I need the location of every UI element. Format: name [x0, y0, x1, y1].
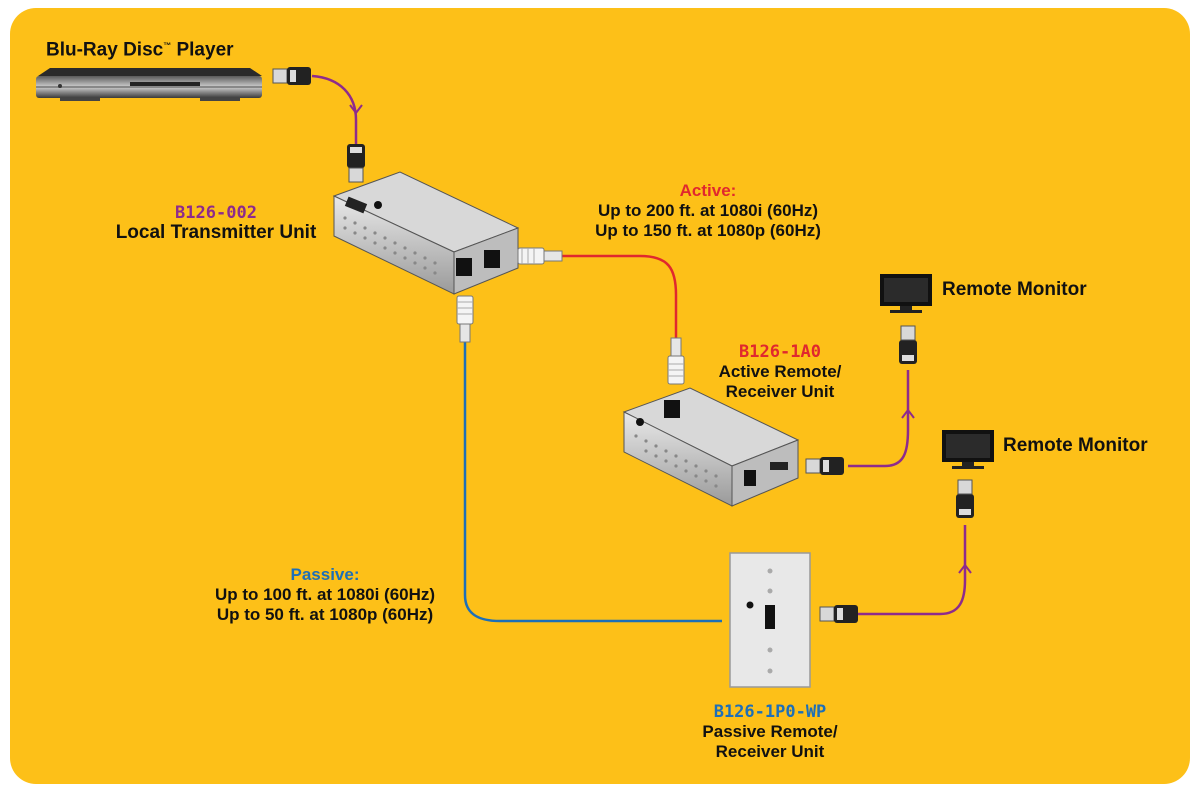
hdmi-cable-player-to-transmitter [311, 74, 358, 150]
player-suffix: Player [176, 39, 234, 61]
hdmi-plug-icon [819, 605, 858, 623]
active-spec-label: Active: Up to 200 ft. at 1080i (60Hz) Up… [560, 181, 856, 241]
hdmi-cable-passive-to-monitor [858, 525, 967, 616]
arrow-up-icon [901, 408, 915, 419]
cat-cable-active [562, 254, 678, 340]
monitor-icon [880, 274, 932, 313]
hdmi-plug-icon [805, 457, 844, 475]
transmitter-model: B126-002 [175, 203, 257, 223]
active-receiver-line-1: Active Remote/ [718, 362, 842, 381]
arrow-up-icon [958, 563, 972, 574]
remote-monitor-label-1: Remote Monitor [942, 280, 1087, 300]
hdmi-plug-icon [347, 144, 365, 183]
monitor-icon [942, 430, 994, 469]
active-receiver-line-2: Receiver Unit [725, 382, 835, 401]
active-receiver-unit-icon [622, 387, 800, 507]
background-panel [10, 8, 1190, 784]
active-receiver-model: B126-1A0 [739, 342, 821, 362]
cat-cable-passive [463, 340, 722, 623]
hdmi-plug-icon [899, 325, 917, 364]
blu-ray-player-icon [36, 68, 262, 101]
remote-monitor-label-2: Remote Monitor [1003, 436, 1148, 456]
transmitter-description: Local Transmitter Unit [115, 222, 317, 243]
transmitter-unit-icon [332, 171, 520, 295]
transmitter-label: B126-002 Local Transmitter Unit [96, 203, 336, 243]
passive-receiver-model: B126-1P0-WP [713, 702, 827, 722]
passive-wall-plate-icon [729, 552, 811, 688]
passive-receiver-label: B126-1P0-WP Passive Remote/ Receiver Uni… [680, 702, 860, 762]
passive-spec-line-2: Up to 50 ft. at 1080p (60Hz) [216, 605, 434, 624]
passive-receiver-line-2: Receiver Unit [715, 742, 825, 761]
arrow-down-icon [349, 104, 363, 115]
remote-monitor-text: Remote Monitor [942, 279, 1087, 300]
player-name: Blu-Ray Disc [46, 39, 164, 61]
rj45-plug-icon [667, 337, 685, 385]
hdmi-plug-icon [272, 67, 311, 85]
player-label: Blu-Ray Disc™ Player [46, 36, 234, 60]
hdmi-plug-icon [956, 479, 974, 518]
passive-heading: Passive: [290, 565, 360, 584]
active-spec-line-2: Up to 150 ft. at 1080p (60Hz) [595, 221, 821, 240]
trademark-mark: ™ [163, 41, 172, 50]
active-receiver-label: B126-1A0 Active Remote/ Receiver Unit [690, 342, 870, 402]
rj45-plug-icon [456, 295, 474, 343]
passive-spec-label: Passive: Up to 100 ft. at 1080i (60Hz) U… [180, 565, 470, 625]
passive-spec-line-1: Up to 100 ft. at 1080i (60Hz) [214, 585, 436, 604]
active-heading: Active: [679, 181, 737, 200]
passive-receiver-line-1: Passive Remote/ [702, 722, 838, 741]
hdmi-cable-active-to-monitor [848, 370, 910, 468]
rj45-plug-icon [517, 247, 563, 265]
remote-monitor-text: Remote Monitor [1003, 435, 1148, 456]
active-spec-line-1: Up to 200 ft. at 1080i (60Hz) [597, 201, 819, 220]
